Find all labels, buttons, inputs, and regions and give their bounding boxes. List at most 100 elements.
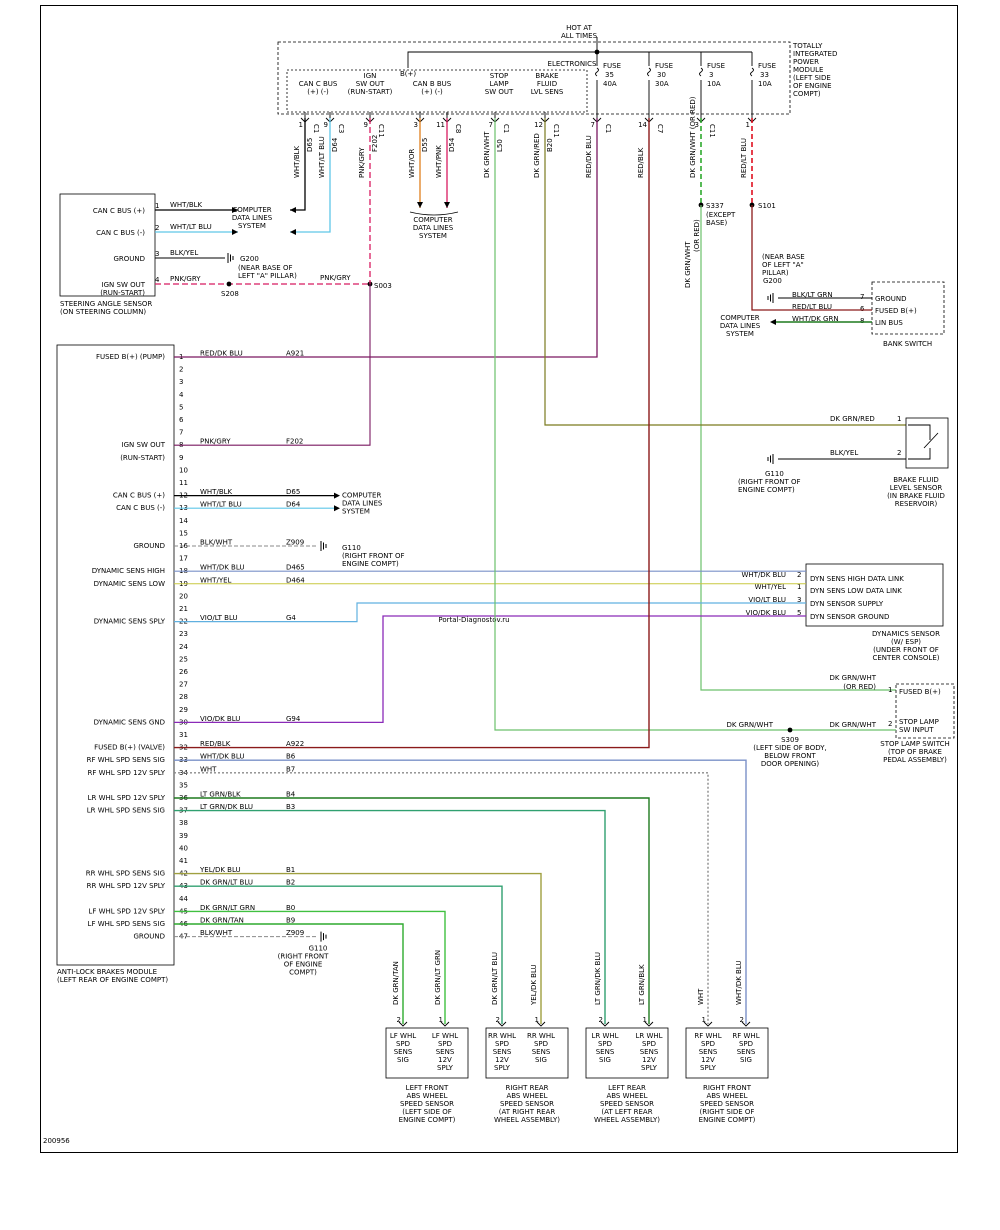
stop-lamp-title: (TOP OF BRAKE xyxy=(888,748,942,756)
abs-pin-number: 29 xyxy=(179,706,188,714)
wheel-wire-color: LT GRN/DK BLU xyxy=(594,952,602,1005)
tipm-wire-circuit: F202 xyxy=(371,135,379,152)
bank-switch-box xyxy=(871,281,945,335)
arrow-down-icon xyxy=(444,202,450,208)
abs-pin-label: RR WHL SPD SENS SIG xyxy=(86,870,165,878)
dyn-pin-number: 1 xyxy=(797,583,801,591)
cdls-abs-label: DATA LINES xyxy=(342,500,383,508)
wire-dkgrn-wht-lamp xyxy=(494,118,896,731)
abs-pin-number: 2 xyxy=(179,366,183,374)
tipm-section-label: LVL SENS xyxy=(531,88,564,96)
wheel-pin-label: 12V xyxy=(642,1056,656,1064)
wheel-pin-label: SPLY xyxy=(700,1064,717,1072)
abs-wire-circuit: B3 xyxy=(286,803,295,811)
steering-pin-number: 2 xyxy=(155,224,159,232)
abs-pin-label: (RUN-START) xyxy=(120,454,165,462)
cdls-bank-label: SYSTEM xyxy=(726,330,754,338)
tipm-section-label: CAN C BUS xyxy=(299,80,338,88)
abs-pin-label: FUSED B(+) (PUMP) xyxy=(96,353,165,361)
wheel-pin-label: LR WHL xyxy=(635,1032,662,1040)
abs-pin-label: IGN SW OUT xyxy=(122,441,166,449)
tipm-wire-color: WHT/BLK xyxy=(293,145,301,178)
s309-splice xyxy=(787,727,793,733)
abs-pin-label: DYNAMIC SENS LOW xyxy=(94,580,165,588)
wheel-sensor-title: (AT RIGHT REAR xyxy=(499,1108,556,1116)
tipm-wire-color: DK GRN/RED xyxy=(533,133,541,178)
abs-pin-label: RF WHL SPD SENS SIG xyxy=(87,756,165,764)
g110-abs16-ground-icon xyxy=(320,541,327,551)
steering-title: (ON STEERING COLUMN) xyxy=(60,308,146,316)
dyn-pin-label: DYN SENSOR GROUND xyxy=(810,613,889,621)
abs-pin-number: 44 xyxy=(179,895,188,903)
steering-pin-number: 1 xyxy=(155,202,159,210)
abs-pin-number: 26 xyxy=(179,668,188,676)
wheel-sensor-title: ABS WHEEL xyxy=(706,1092,747,1100)
tipm-title: (LEFT SIDE xyxy=(793,74,831,82)
tipm-wire-circuit: D55 xyxy=(421,138,429,152)
tipm-title: INTEGRATED xyxy=(793,50,837,58)
wire-red-dkblu-pump xyxy=(174,118,598,358)
abs-wire-color: LT GRN/DK BLU xyxy=(200,803,253,811)
wire-red-ltblu-bank xyxy=(751,205,872,311)
bank-g200-note: (NEAR BASE xyxy=(762,253,805,261)
arrow-right-icon xyxy=(334,505,340,512)
abs-wire-color: WHT/LT BLU xyxy=(200,501,242,509)
bf-g110-note: ENGINE COMPT) xyxy=(738,486,795,494)
bf-wire-color: DK GRN/RED xyxy=(830,415,875,423)
dynamics-title: (UNDER FRONT OF xyxy=(873,646,939,654)
wheel-wire-color: YEL/DK BLU xyxy=(530,964,538,1006)
bank-wire-color: WHT/DK GRN xyxy=(792,315,839,323)
stop-wire-color: (OR RED) xyxy=(843,683,876,691)
wheel-pin-label: LF WHL xyxy=(390,1032,416,1040)
wheel-sensor-title: RIGHT REAR xyxy=(505,1084,548,1092)
wheel-sensor-wire xyxy=(174,910,446,1024)
wheel-sensor-wire xyxy=(174,797,650,1024)
steering-wire-color: WHT/BLK xyxy=(170,201,203,209)
bank-pin-number: 8 xyxy=(860,317,864,325)
arrow-right-icon xyxy=(232,207,238,213)
wheel-pin-label: SIG xyxy=(535,1056,547,1064)
abs-wire-circuit: B6 xyxy=(286,753,296,761)
arrow-down-icon xyxy=(417,202,423,208)
cdls-abs-label: COMPUTER xyxy=(342,492,381,500)
brake-fluid-sensor-box xyxy=(905,417,949,469)
brake-fluid-title: RESERVOIR) xyxy=(895,500,938,508)
connector-chevron-icon xyxy=(398,1021,408,1027)
g110-abs16-label: G110 xyxy=(342,544,361,552)
wheel-wire-color: LT GRN/BLK xyxy=(638,964,646,1005)
cdls-abs-label: SYSTEM xyxy=(342,508,370,516)
s337-note: (EXCEPT xyxy=(706,211,736,219)
abs-wire-circuit: G4 xyxy=(286,614,296,622)
abs-wire-color: WHT/YEL xyxy=(200,576,232,584)
abs-wire-circuit: B1 xyxy=(286,866,295,874)
wheel-wire-color: DK GRN/LT BLU xyxy=(491,952,499,1005)
stop-wire-color: DK GRN/WHT xyxy=(829,674,876,682)
tipm-connector-id: C11 xyxy=(552,124,560,138)
abs-wire-circuit: D465 xyxy=(286,564,305,572)
wheel-sensor-title: RIGHT FRONT xyxy=(703,1084,752,1092)
abs-pin-label: RF WHL SPD 12V SPLY xyxy=(87,769,165,777)
abs-pin-number: 23 xyxy=(179,630,188,638)
fuse-label: FUSE xyxy=(707,62,725,70)
s337-label: S337 xyxy=(706,202,724,210)
tipm-pin-number: 7 xyxy=(591,121,595,129)
fuse-icon xyxy=(750,67,754,77)
wheel-sensor-title: ABS WHEEL xyxy=(606,1092,647,1100)
tipm-section-label: SW OUT xyxy=(485,88,514,96)
abs-pin-number: 27 xyxy=(179,681,188,689)
wheel-pin-number: 2 xyxy=(740,1016,744,1024)
abs-wire-color: RED/BLK xyxy=(200,740,231,748)
tipm-section-label: LAMP xyxy=(489,80,508,88)
wire-red-blk-valve xyxy=(174,118,650,749)
dynamics-title: CENTER CONSOLE) xyxy=(873,654,940,662)
fuse-amperage: 30A xyxy=(655,80,669,88)
electronics-label: ELECTRONICS xyxy=(548,60,597,68)
abs-wire-circuit: B9 xyxy=(286,917,295,925)
abs-pin-label: DYNAMIC SENS SPLY xyxy=(94,618,166,626)
wheel-wire-color: DK GRN/TAN xyxy=(392,961,400,1005)
abs-pin-number: 40 xyxy=(179,844,188,852)
cdls-steering-label: SYSTEM xyxy=(238,222,266,230)
wheel-pin-label: SENS xyxy=(640,1048,659,1056)
abs-pin-number: 35 xyxy=(179,781,188,789)
tipm-electronics-box xyxy=(286,69,588,113)
